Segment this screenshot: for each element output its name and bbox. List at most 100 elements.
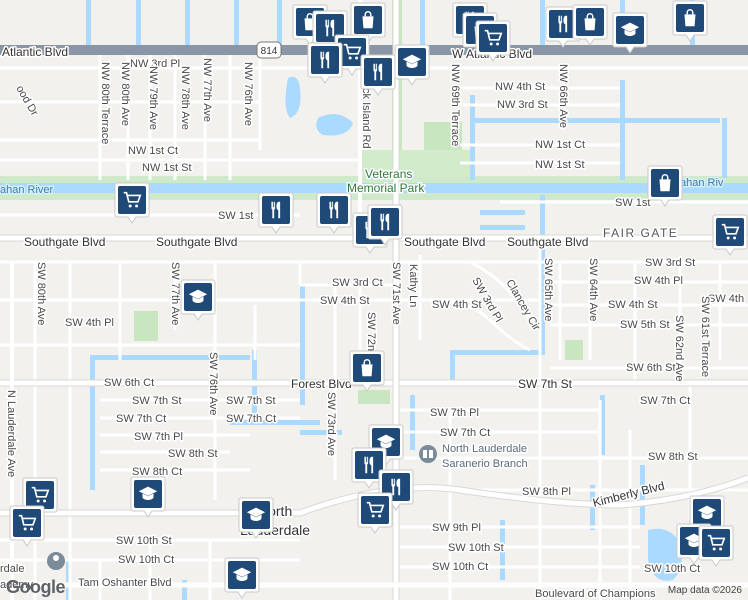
- label-sw-61st-terrace: SW 61st Terrace: [699, 296, 711, 377]
- label-sw-8th-pl: SW 8th Pl: [522, 486, 571, 498]
- label-sw-1st-left: SW 1st: [218, 210, 253, 222]
- label-sw-4th-st-center: SW 4th St: [320, 295, 370, 307]
- restaurant-marker[interactable]: [367, 204, 403, 246]
- school-marker[interactable]: [238, 497, 274, 539]
- restaurant-marker[interactable]: [545, 6, 581, 48]
- label-sw-3rd-st: SW 3rd St: [645, 257, 695, 269]
- library-name-line2: Saranerio Branch: [442, 458, 528, 470]
- label-nw-3rd-st: NW 3rd St: [497, 99, 548, 111]
- label-sw-10th-ct-center: SW 10th Ct: [432, 561, 488, 573]
- label-river-right: ahan Riv: [680, 177, 724, 189]
- label-sw-7th-pl-left: SW 7th Pl: [134, 431, 183, 443]
- poi-markers[interactable]: [9, 0, 748, 599]
- map-attribution[interactable]: Map data ©2026: [667, 585, 742, 596]
- label-sw-5th-st: SW 5th St: [620, 319, 670, 331]
- shopping-cart-marker[interactable]: [357, 492, 393, 534]
- shopping-cart-marker[interactable]: [114, 182, 150, 224]
- label-sw-1st-right: SW 1st: [615, 197, 650, 209]
- label-atlantic-blvd: Atlantic Blvd: [2, 45, 68, 59]
- label-nw-66th-ave: NW 66th Ave: [557, 64, 569, 128]
- label-forest-blvd: Forest Blvd: [291, 377, 352, 391]
- shopping-cart-marker[interactable]: [334, 34, 370, 76]
- label-sw-7th-ct-left1: SW 7th Ct: [116, 413, 166, 425]
- map-labels: Atlantic Blvd W Atlantic Blvd NW 3rd Pl …: [0, 44, 746, 600]
- label-nw-69th-terrace: NW 69th Terrace: [449, 64, 461, 146]
- school-marker[interactable]: [612, 12, 648, 54]
- shopping-bag-marker[interactable]: [350, 2, 386, 44]
- label-southgate-blvd-1: Southgate Blvd: [24, 235, 105, 249]
- library-name-line1: North Lauderdale: [442, 443, 527, 455]
- restaurant-marker[interactable]: [360, 54, 396, 96]
- label-sw-62nd-ave: SW 62nd Ave: [673, 315, 685, 381]
- shopping-bag-marker[interactable]: [672, 0, 708, 42]
- local-streets: [0, 48, 748, 600]
- label-sw-71st-ave: SW 71st Ave: [390, 262, 402, 325]
- restaurant-marker[interactable]: [258, 192, 294, 234]
- label-nw-76th-ave: NW 76th Ave: [242, 62, 254, 126]
- label-sw-77th-ave: SW 77th Ave: [169, 262, 181, 325]
- school-marker[interactable]: [130, 476, 166, 518]
- label-nw-1st-ct-right: NW 1st Ct: [535, 139, 585, 151]
- label-southgate-blvd-4: Southgate Blvd: [507, 235, 588, 249]
- label-nw-3rd-pl: NW 3rd Pl: [130, 58, 180, 70]
- label-sw-7th-st-main: SW 7th St: [518, 377, 573, 391]
- label-n-lauderdale-ave: N Lauderdale Ave: [5, 390, 17, 477]
- label-sw-10th-st-left: SW 10th St: [116, 535, 172, 547]
- label-academy-1: rdale: [0, 563, 24, 575]
- label-sw-6th-ct: SW 6th Ct: [104, 377, 154, 389]
- route-814-shield: 814: [256, 41, 282, 59]
- label-southgate-blvd-2: Southgate Blvd: [156, 235, 237, 249]
- label-sw-9th-pl: SW 9th Pl: [432, 522, 481, 534]
- label-sw-8th-st-right: SW 8th St: [648, 451, 698, 463]
- shopping-cart-marker[interactable]: [698, 525, 734, 567]
- label-sw-4th-st-right: SW 4th St: [432, 299, 482, 311]
- school-marker[interactable]: [180, 279, 216, 321]
- label-veterans: Veterans: [365, 167, 412, 181]
- label-sw-3rd-ct: SW 3rd Ct: [332, 277, 383, 289]
- restaurant-marker[interactable]: [307, 42, 343, 84]
- school-marker[interactable]: [394, 44, 430, 86]
- label-sw-7th-st-left1: SW 7th St: [132, 395, 182, 407]
- label-river-left: ahan River: [0, 184, 54, 196]
- label-sw-4th-edge: SW 4th: [708, 293, 744, 305]
- restaurant-marker[interactable]: [316, 192, 352, 234]
- label-sw-7th-ct-left2: SW 7th Ct: [226, 413, 276, 425]
- label-sw-6th-st: SW 6th St: [626, 362, 676, 374]
- label-sw-7th-pl-center: SW 7th Pl: [430, 407, 479, 419]
- school-marker[interactable]: [224, 557, 260, 599]
- shopping-bag-marker[interactable]: [572, 4, 608, 46]
- label-rock-island-rd: Rock Island Rd: [360, 74, 372, 149]
- label-sw-73rd-ave: SW 73rd Ave: [325, 392, 337, 456]
- label-sw-7th-ct-right: SW 7th Ct: [640, 395, 690, 407]
- shopping-cart-marker[interactable]: [712, 214, 748, 256]
- shopping-cart-marker[interactable]: [475, 20, 511, 62]
- label-sw-4th-st-far: SW 4th St: [608, 299, 658, 311]
- route-814-label: 814: [261, 46, 278, 57]
- label-southgate-blvd-3: Southgate Blvd: [404, 235, 485, 249]
- label-nw-78th-ave: NW 78th Ave: [179, 66, 191, 130]
- label-nw-1st-st-right: NW 1st St: [535, 159, 585, 171]
- restaurant-marker[interactable]: [351, 447, 387, 489]
- label-sw-4th-pl-left: SW 4th Pl: [65, 317, 114, 329]
- label-sw-65th-ave: SW 65th Ave: [542, 258, 554, 321]
- label-sw-76th-ave: SW 76th Ave: [207, 352, 219, 415]
- label-nw-1st-st: NW 1st St: [142, 162, 192, 174]
- label-nw-79th-ave: NW 79th Ave: [147, 66, 159, 130]
- label-academy-2: ademy: [0, 579, 34, 591]
- label-sw-10th-ct-left: SW 10th Ct: [118, 554, 174, 566]
- label-sw-7th-ct-center: SW 7th Ct: [440, 427, 490, 439]
- label-nw-80th-terrace: NW 80th Terrace: [99, 62, 111, 144]
- google-logo: Google: [6, 577, 66, 597]
- shopping-bag-marker[interactable]: [349, 350, 385, 392]
- shopping-bag-marker[interactable]: [647, 165, 683, 207]
- label-fair-gate: FAIR GATE: [603, 226, 678, 240]
- shopping-cart-marker[interactable]: [9, 505, 45, 547]
- academy-poi[interactable]: [47, 552, 65, 570]
- library-poi[interactable]: North Lauderdale Saranerio Branch: [419, 442, 529, 472]
- label-sw-80th-ave: SW 80th Ave: [35, 262, 47, 325]
- label-nw-1st-ct: NW 1st Ct: [128, 145, 178, 157]
- label-boulevard-of-champions: Boulevard of Champions: [535, 588, 656, 600]
- label-sw-8th-ct-left: SW 8th Ct: [132, 466, 182, 478]
